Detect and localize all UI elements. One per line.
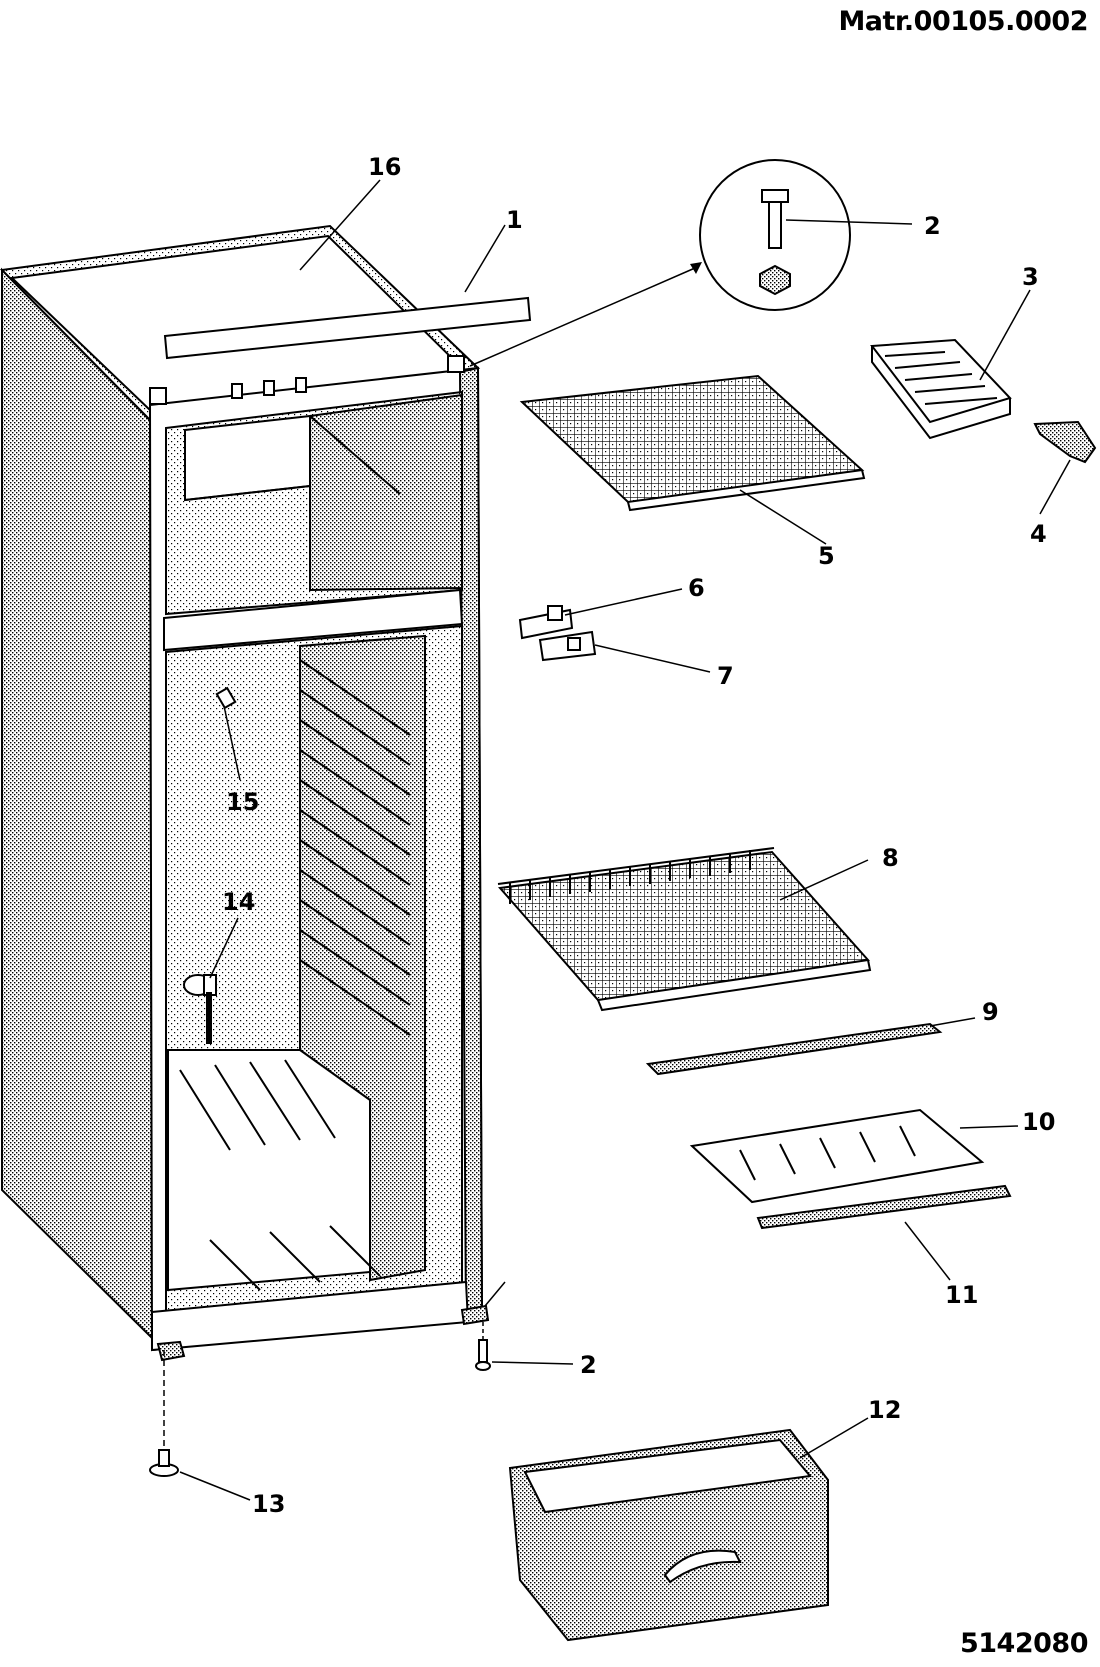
callout-3: 3 bbox=[1022, 263, 1039, 291]
part-2-screw-bottom bbox=[475, 1339, 491, 1371]
callout-6: 6 bbox=[688, 574, 705, 602]
callout-12: 12 bbox=[868, 1396, 901, 1424]
part-2-screw-detail bbox=[469, 159, 851, 367]
callout-2-bottom: 2 bbox=[580, 1351, 597, 1379]
part-1-control-panel bbox=[163, 296, 532, 360]
part-6-hinge-upper bbox=[518, 605, 574, 640]
callout-2-top: 2 bbox=[924, 212, 941, 240]
callout-16: 16 bbox=[368, 153, 401, 181]
callout-13: 13 bbox=[252, 1490, 285, 1518]
callout-15: 15 bbox=[226, 788, 259, 816]
callout-9: 9 bbox=[982, 998, 999, 1026]
part-14-thermostat-knob bbox=[183, 974, 217, 1044]
part-3-ice-tray bbox=[870, 338, 1012, 440]
part-13-adjustable-foot bbox=[149, 1449, 179, 1477]
part-10-glass-shelf bbox=[689, 1108, 985, 1204]
leader-lines bbox=[163, 179, 1071, 1501]
callout-10: 10 bbox=[1022, 1108, 1055, 1136]
part-number: 5142080 bbox=[959, 1628, 1089, 1659]
callout-1: 1 bbox=[506, 206, 523, 234]
part-4-ice-scraper bbox=[1033, 420, 1097, 464]
callout-8: 8 bbox=[882, 844, 899, 872]
drawing-number: Matr.00105.0002 bbox=[838, 6, 1088, 37]
part-5-freezer-shelf bbox=[519, 374, 866, 512]
part-11-glass-front-trim bbox=[756, 1184, 1012, 1230]
part-7-hinge-lower bbox=[538, 630, 597, 662]
callout-14: 14 bbox=[222, 888, 255, 916]
part-12-crisper-drawer bbox=[508, 1428, 829, 1642]
callout-4: 4 bbox=[1030, 520, 1047, 548]
cabinet bbox=[0, 224, 490, 1362]
part-9-glass-trim bbox=[645, 1022, 943, 1076]
part-15-pin bbox=[215, 686, 237, 710]
callout-5: 5 bbox=[818, 542, 835, 570]
part-8-fridge-shelf bbox=[497, 847, 872, 1012]
callout-11: 11 bbox=[945, 1281, 978, 1309]
callout-7: 7 bbox=[717, 662, 734, 690]
